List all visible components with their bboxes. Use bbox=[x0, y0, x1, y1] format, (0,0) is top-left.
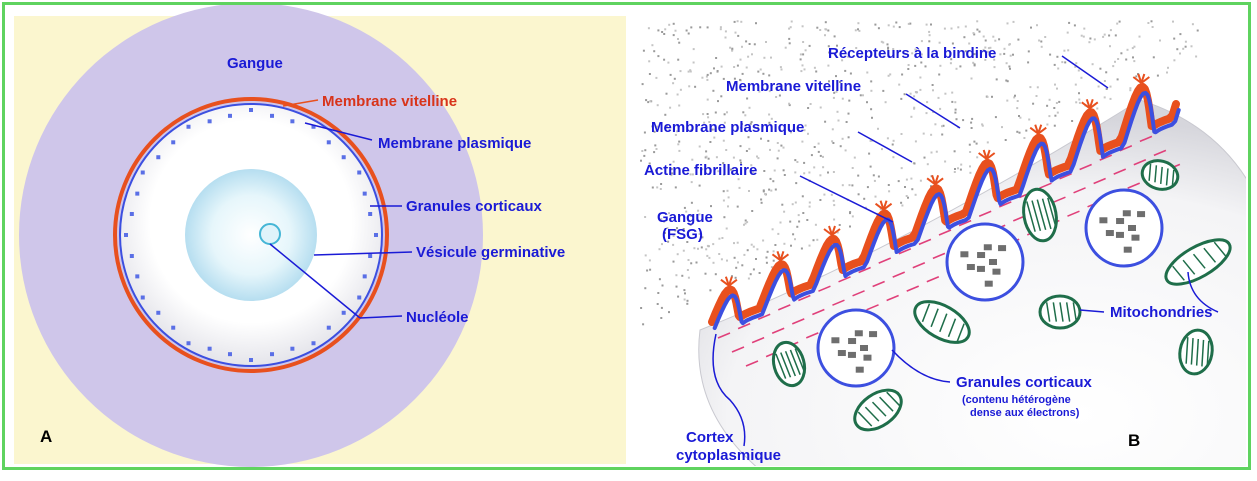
figure-border bbox=[2, 2, 1251, 470]
